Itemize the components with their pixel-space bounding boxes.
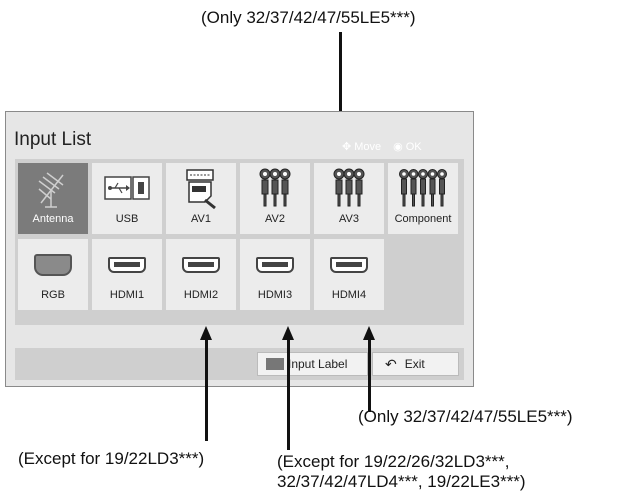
hdmi-icon [108,243,146,287]
input-tile-antenna[interactable]: Antenna [18,163,88,234]
hdmi-icon [256,243,294,287]
hdmi3-arrow-head [282,326,294,340]
exit-button[interactable]: ↶ Exit [372,352,459,376]
middle-note-line1: (Except for 19/22/26/32LD3***, [277,452,510,471]
input-label: Antenna [32,213,74,225]
right-note: (Only 32/37/42/47/55LE5***) [358,407,573,426]
hints-bar: ✥ Move ◉ OK [342,140,422,154]
input-tile-hdmi3[interactable]: HDMI3 [240,239,310,310]
usb-icon [104,167,150,211]
input-tile-hdmi2[interactable]: HDMI2 [166,239,236,310]
ok-hint-label: OK [405,140,422,153]
return-icon: ↶ [385,355,397,372]
move-hint: ✥ Move [342,140,382,154]
input-list-panel: Input List ✥ Move ◉ OK [5,111,474,387]
input-label: AV1 [191,213,211,225]
input-label: USB [115,213,139,225]
panel-title: Input List [14,129,92,150]
rca-5-icon [398,167,448,211]
move-hint-label: Move [354,140,382,153]
input-tile-usb[interactable]: USB [92,163,162,234]
input-tile-rgb[interactable]: RGB [18,239,88,310]
vga-icon [34,243,72,287]
top-arrow-line [339,32,342,154]
ok-hint: ◉ OK [393,140,422,154]
left-note: (Except for 19/22LD3***) [18,449,205,468]
ok-icon: ◉ [393,141,403,153]
hdmi-icon [330,243,368,287]
input-label: AV3 [339,213,359,225]
antenna-icon [33,167,73,211]
top-note: (Only 32/37/42/47/55LE5***) [201,8,416,27]
panel-footer: Input Label ↶ Exit [15,348,464,380]
input-label-button[interactable]: Input Label [257,352,368,376]
input-label: HDMI1 [109,289,145,301]
exit-button-text: Exit [404,357,425,371]
input-label: RGB [41,289,65,301]
hdmi2-arrow-line [205,338,208,441]
input-tile-hdmi1[interactable]: HDMI1 [92,239,162,310]
input-label: HDMI2 [183,289,219,301]
input-tile-component[interactable]: Component [388,163,458,234]
input-label: Component [394,213,452,225]
rca-3-icon [257,167,293,211]
middle-note-line2: 32/37/42/47LD4***, 19/22LE3***) [277,472,526,491]
hdmi2-arrow-head [200,326,212,340]
hdmi-icon [182,243,220,287]
inputs-grid: Antenna USB [15,159,464,325]
input-tile-av2[interactable]: AV2 [240,163,310,234]
input-label: HDMI4 [331,289,367,301]
input-label: HDMI3 [257,289,293,301]
input-tile-av3[interactable]: AV3 [314,163,384,234]
input-tile-av1[interactable]: AV1 [166,163,236,234]
input-tile-hdmi4[interactable]: HDMI4 [314,239,384,310]
hdmi4-arrow-line [368,338,371,412]
hdmi3-arrow-line [287,338,290,450]
rca-3-icon [331,167,367,211]
move-icon: ✥ [342,141,352,153]
input-label: AV2 [265,213,285,225]
input-label-button-text: Input Label [288,357,348,371]
scart-icon [181,167,221,211]
color-key-icon [266,358,284,370]
hdmi4-arrow-head [363,326,375,340]
